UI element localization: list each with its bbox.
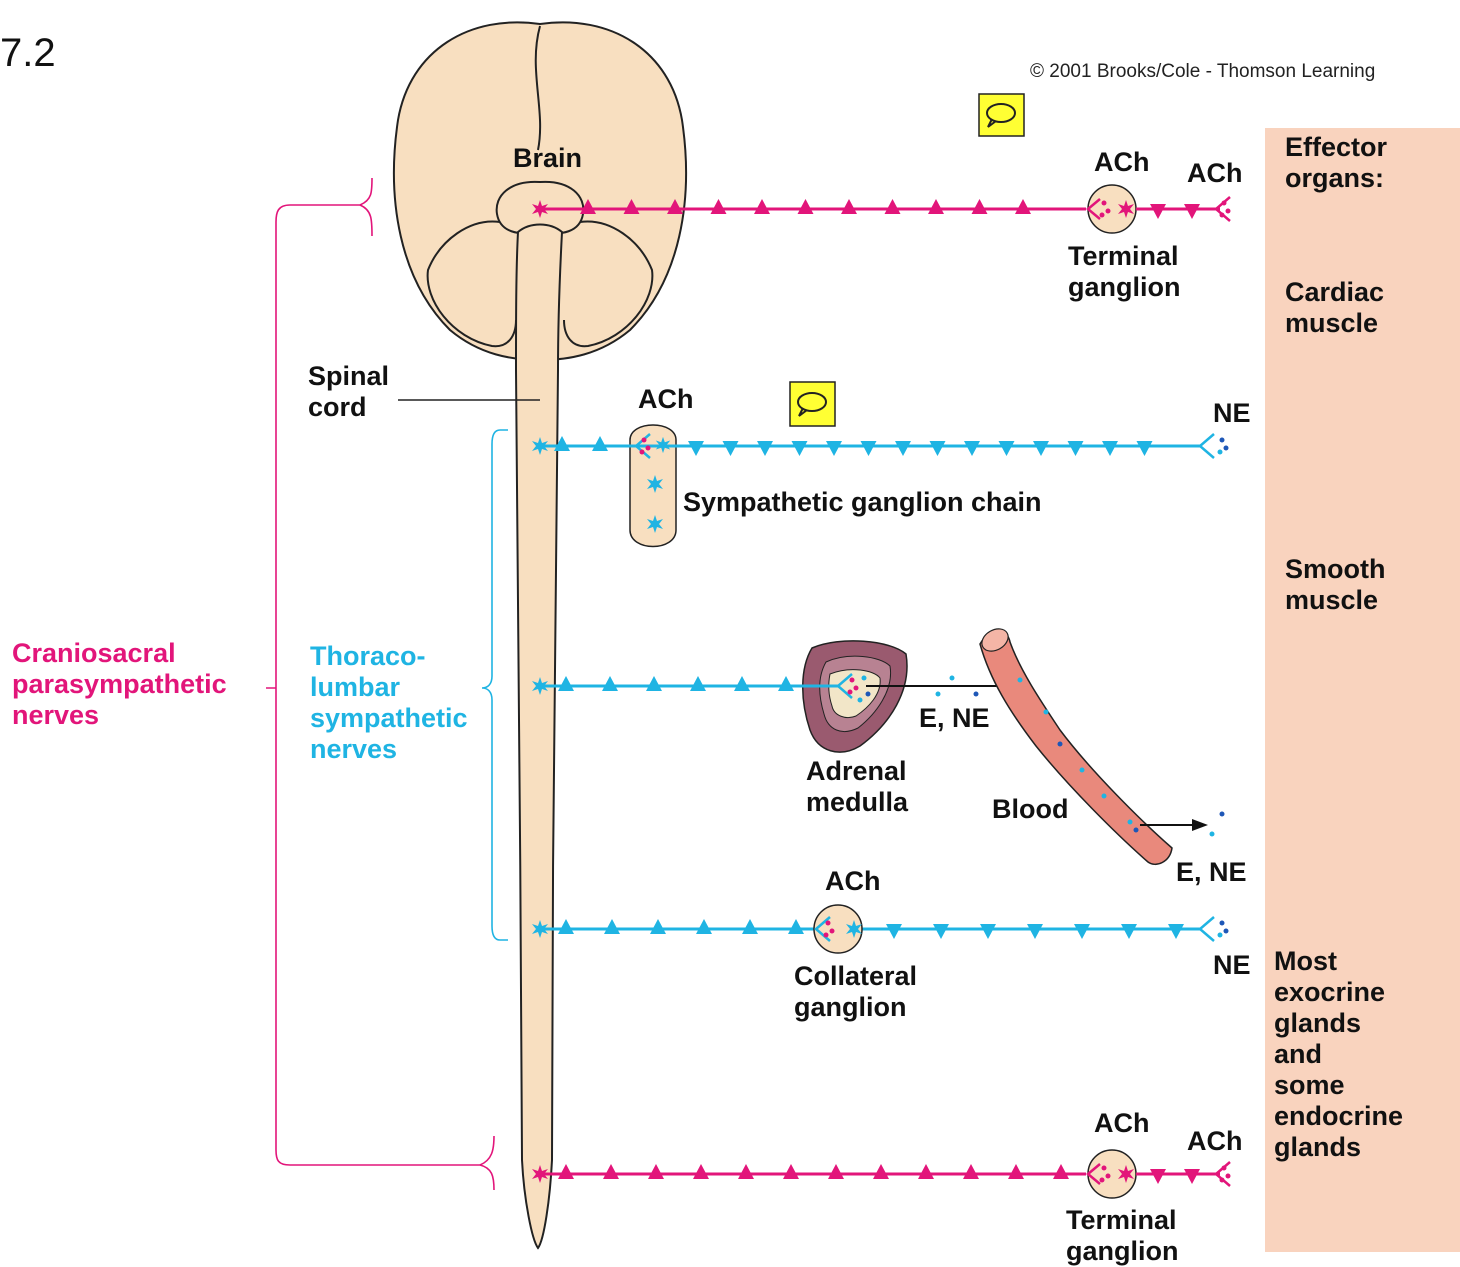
nerve-fibre-marker <box>1137 441 1153 456</box>
collateral-ganglion-pathway <box>532 905 1229 953</box>
nerve-fibre-marker <box>1102 441 1118 456</box>
nerve-fibre-marker <box>798 199 814 214</box>
nerve-fibre-marker <box>1121 924 1137 939</box>
nerve-fibre-marker <box>1053 1164 1069 1179</box>
nerve-fibre-marker <box>603 1164 619 1179</box>
nerve-fibre-marker <box>558 1164 574 1179</box>
nerve-fibre-marker <box>873 1164 889 1179</box>
terminal-ganglion-label-bottom: Terminal ganglion <box>1066 1205 1184 1266</box>
ach-label-postganglionic-bottom: ACh <box>1187 1126 1243 1156</box>
nerve-fibre-marker <box>650 919 666 934</box>
nerve-fibre-marker <box>1008 1164 1024 1179</box>
copyright-notice: © 2001 Brooks/Cole - Thomson Learning <box>1030 61 1375 82</box>
nerve-fibre-marker <box>861 441 877 456</box>
nerve-fibre-marker <box>788 919 804 934</box>
ne-label-chain: NE <box>1213 398 1251 428</box>
adrenal-pathway <box>532 641 1016 752</box>
nerve-fibre-marker <box>602 676 618 691</box>
nerve-fibre-marker <box>964 441 980 456</box>
nerve-fibre-marker <box>592 436 608 451</box>
figure-number: 7.2 <box>0 31 56 75</box>
nerve-fibre-marker <box>558 676 574 691</box>
nerve-fibre-marker <box>895 441 911 456</box>
thoracolumbar-bracket <box>482 430 508 940</box>
nerve-fibre-marker <box>693 1164 709 1179</box>
ne-label-collateral: NE <box>1213 950 1251 980</box>
nerve-fibre-marker <box>828 1164 844 1179</box>
sacral-parasympathetic-pathway <box>532 1150 1231 1198</box>
spinal-cord-label: Spinal cord <box>308 361 397 422</box>
thoracolumbar-label: Thoraco- lumbar sympathetic nerves <box>310 641 475 764</box>
nerve-fibre-marker <box>930 441 946 456</box>
brain-label: Brain <box>513 143 582 173</box>
nerve-fibre-marker <box>754 199 770 214</box>
nerve-fibre-marker <box>933 924 949 939</box>
craniosacral-label: Craniosacral parasympathetic nerves <box>12 638 234 730</box>
e-ne-label-adrenal: E, NE <box>919 703 990 733</box>
ach-label-collateral: ACh <box>825 866 881 896</box>
terminal-ganglion-label-top: Terminal ganglion <box>1068 241 1186 302</box>
spinal-cord <box>516 225 562 1249</box>
sympathetic-chain-pathway <box>532 425 1229 547</box>
nerve-fibre-marker <box>757 441 773 456</box>
nerve-fibre-marker <box>1068 441 1084 456</box>
ach-label-postganglionic-top: ACh <box>1187 158 1243 188</box>
collateral-ganglion-label: Collateral ganglion <box>794 961 925 1022</box>
comment-icon[interactable] <box>790 382 835 426</box>
ach-label-preganglionic-bottom: ACh <box>1094 1108 1150 1138</box>
nerve-fibre-marker <box>999 441 1015 456</box>
nerve-fibre-marker <box>738 1164 754 1179</box>
nerve-fibre-marker <box>783 1164 799 1179</box>
nerve-fibre-marker <box>980 924 996 939</box>
nerve-fibre-marker <box>646 676 662 691</box>
nerve-fibre-marker <box>558 919 574 934</box>
nerve-fibre-marker <box>1074 924 1090 939</box>
nerve-fibre-marker <box>886 924 902 939</box>
nerve-fibre-marker <box>963 1164 979 1179</box>
nerve-fibre-marker <box>688 441 704 456</box>
e-ne-label-blood: E, NE <box>1176 857 1247 887</box>
nerve-fibre-marker <box>723 441 739 456</box>
ach-label-chain: ACh <box>638 384 694 414</box>
nerve-fibre-marker <box>1015 199 1031 214</box>
nerve-fibre-marker <box>928 199 944 214</box>
nerve-fibre-marker <box>1027 924 1043 939</box>
nerve-fibre-marker <box>792 441 808 456</box>
nerve-fibre-marker <box>1168 924 1184 939</box>
nerve-fibre-marker <box>1150 1169 1166 1184</box>
nerve-fibre-marker <box>841 199 857 214</box>
nerve-fibre-marker <box>1150 204 1166 219</box>
nerve-fibre-marker <box>1184 1169 1200 1184</box>
nerve-fibre-marker <box>778 676 794 691</box>
ach-label-preganglionic-top: ACh <box>1094 147 1150 177</box>
blood-vessel <box>978 624 1225 864</box>
smooth-muscle-label: Smooth muscle <box>1285 554 1393 615</box>
nerve-fibre-marker <box>918 1164 934 1179</box>
nerve-fibre-marker <box>1184 204 1200 219</box>
nerve-fibre-marker <box>711 199 727 214</box>
nerve-fibre-marker <box>742 919 758 934</box>
nerve-fibre-marker <box>734 676 750 691</box>
sympathetic-chain-label: Sympathetic ganglion chain <box>683 487 1042 517</box>
nerve-fibre-marker <box>826 441 842 456</box>
cardiac-muscle-label: Cardiac muscle <box>1285 277 1392 338</box>
nerve-fibre-marker <box>972 199 988 214</box>
blood-label: Blood <box>992 794 1068 824</box>
effector-organs-heading: Effector organs: <box>1285 132 1395 193</box>
nerve-fibre-marker <box>648 1164 664 1179</box>
nerve-fibre-marker <box>1033 441 1049 456</box>
adrenal-medulla-label: Adrenal medulla <box>806 756 914 817</box>
nerve-fibre-marker <box>604 919 620 934</box>
comment-icon[interactable] <box>979 94 1024 136</box>
nerve-fibre-marker <box>696 919 712 934</box>
nerve-fibre-marker <box>690 676 706 691</box>
nerve-fibre-marker <box>885 199 901 214</box>
